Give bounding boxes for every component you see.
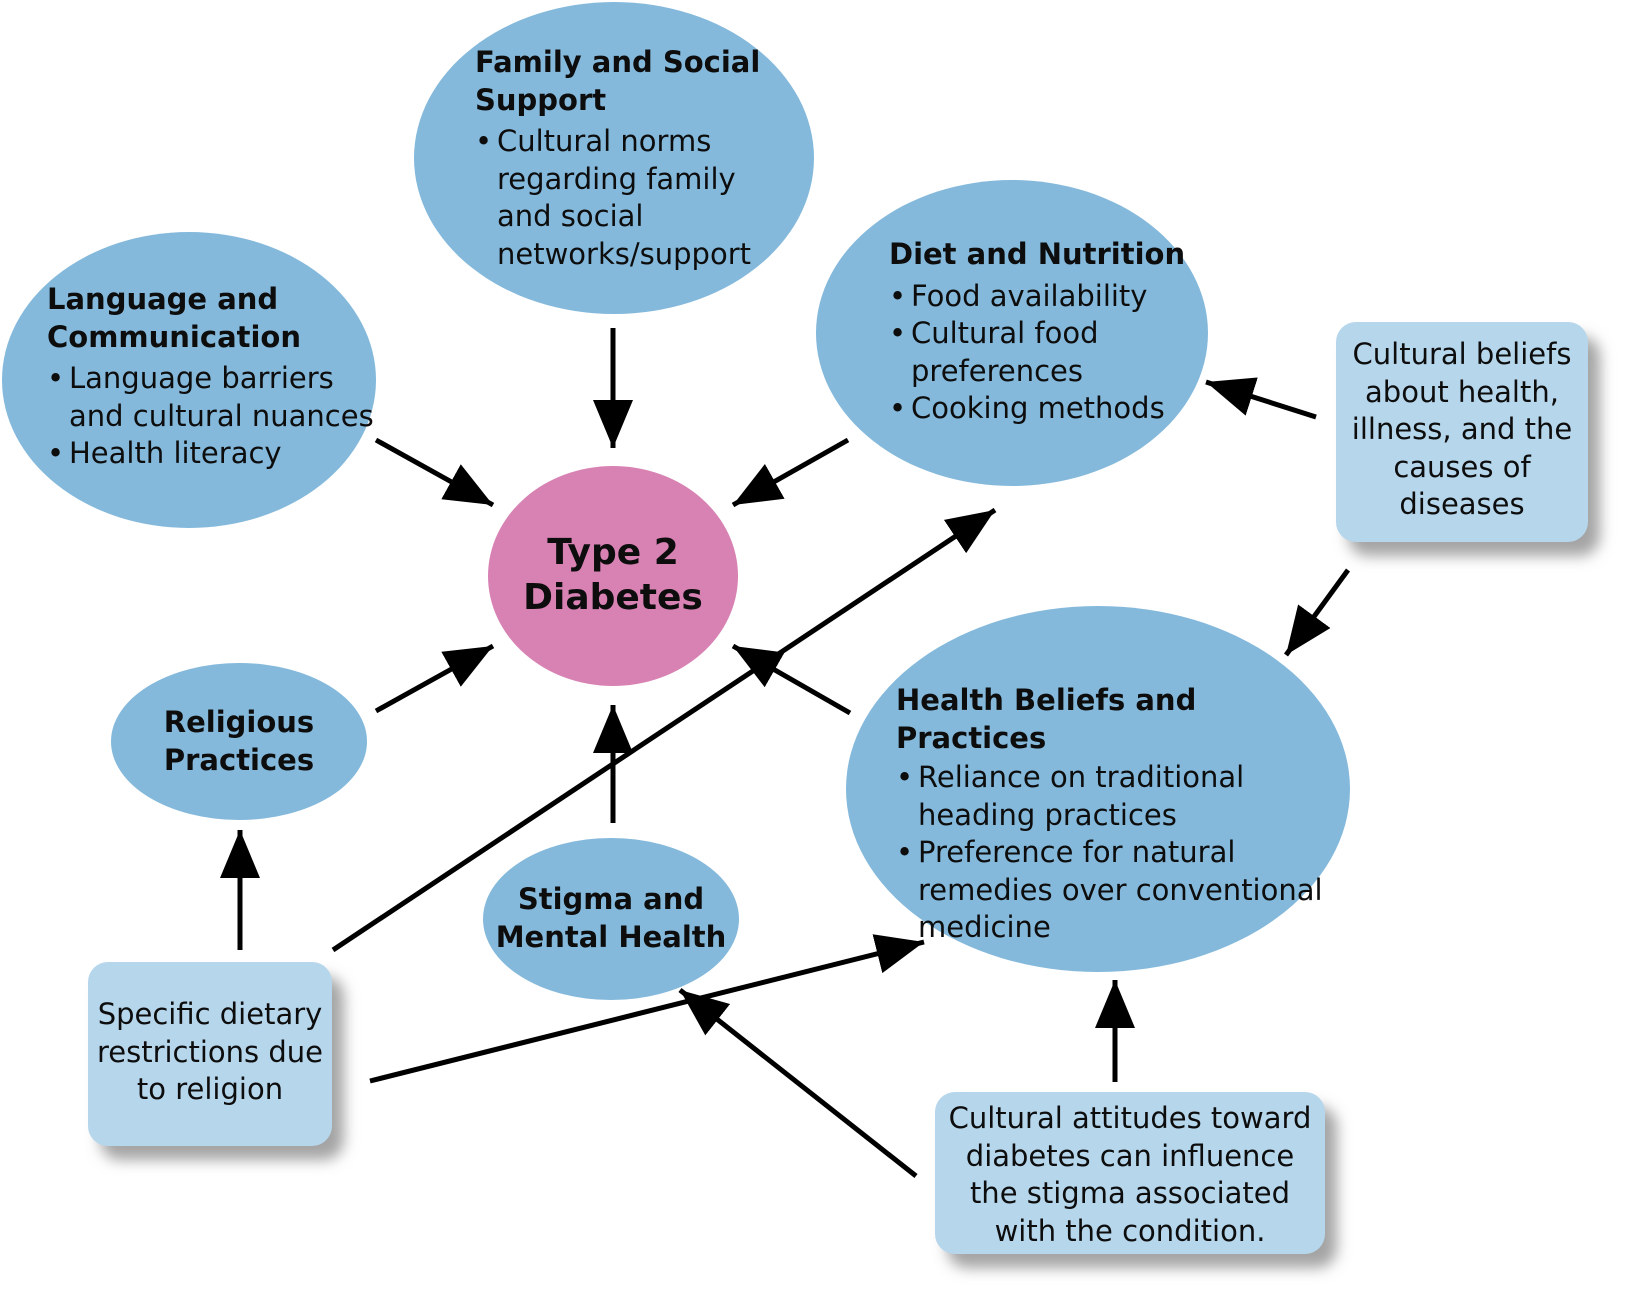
arrow-dietary-to-health-beliefs [369,934,925,1084]
bullet-line: Cultural food [911,316,1099,350]
family-social-title-line1: Family and Social [475,45,761,79]
stigma-text: Stigma and Mental Health [483,881,739,956]
bullet-line: Language barriers [69,361,334,395]
bullet-line: Preference for natural [918,835,1236,869]
box-line: to religion [136,1072,284,1106]
diet-text: Diet and Nutrition Food availability Cul… [889,236,1189,428]
language-bullet-2: Health literacy [47,435,377,473]
box-line: the stigma associated [969,1176,1291,1210]
cultural-beliefs-box [1336,322,1588,542]
box-line: diabetes can influence [965,1138,1295,1173]
stigma-mental-health-node [483,838,739,1000]
stigma-title-line2: Mental Health [495,919,727,954]
family-social-bullet-1: Cultural norms regarding family and soci… [475,123,795,273]
cultural-attitudes-text: Cultural attitudes toward diabetes can i… [935,1100,1325,1250]
box-line: causes of [1393,449,1531,484]
bullet-line: remedies over conventional [918,872,1323,907]
center-title-line2: Diabetes [523,577,703,618]
box-line: diseases [1399,487,1525,521]
arrow-beliefs-box-to-health-beliefs [1283,568,1351,657]
bullet-line: and social [497,199,644,233]
center-title: Type 2 Diabetes [488,530,738,620]
bullet-line: Food availability [911,278,1148,313]
center-title-line1: Type 2 [547,532,679,573]
family-social-text: Family and Social Support Cultural norms… [475,44,795,273]
arrow-language-to-diabetes [374,437,495,508]
box-line: Specific dietary [97,997,323,1031]
bullet-line: regarding family [497,161,736,196]
bullet-line: preferences [911,353,1083,388]
language-bullet-1: Language barriers and cultural nuances [47,360,377,435]
box-line: restrictions due [96,1034,324,1069]
religious-practices-node [111,663,367,820]
dietary-restrictions-box [88,962,332,1146]
health-beliefs-bullet-2: Preference for natural remedies over con… [896,834,1336,947]
religious-title-line1: Religious [163,705,315,739]
cultural-beliefs-text: Cultural beliefs about health, illness, … [1336,336,1588,524]
family-social-title-line2: Support [475,82,607,117]
diet-bullet-2: Cultural food preferences [889,315,1189,390]
religious-title-line2: Practices [163,742,315,777]
cultural-attitudes-box [935,1092,1325,1254]
arrow-beliefs-box-to-diet [1205,377,1317,420]
box-line: illness, and the [1351,412,1573,446]
arrow-religious-to-diabetes [374,643,495,714]
language-title-line1: Language and [47,282,279,316]
dietary-restrictions-text: Specific dietary restrictions due to rel… [88,996,332,1109]
box-line: about health, [1365,374,1559,409]
health-beliefs-bullet-1: Reliance on traditional heading practice… [896,759,1336,834]
health-beliefs-title: Health Beliefs and Practices [896,683,1197,755]
arrow-diet-to-diabetes [731,437,850,508]
bullet-line: Cooking methods [911,391,1165,425]
bullet-line: heading practices [918,797,1177,832]
arrow-dietary-to-diet [331,507,997,953]
bullet-line: Health literacy [69,436,282,470]
bullet-line: and cultural nuances [69,398,374,433]
arrow-attitudes-to-stigma [678,988,918,1178]
box-line: Cultural beliefs [1352,337,1572,371]
language-title-line2: Communication [47,319,302,354]
bullet-line: networks/support [497,236,751,271]
diet-bullet-1: Food availability [889,278,1189,316]
box-line: with the condition. [994,1213,1266,1248]
diet-bullet-3: Cooking methods [889,390,1189,428]
bullet-line: Cultural norms [497,124,712,158]
arrow-health-beliefs-to-diabetes [731,643,852,716]
bullet-line: Reliance on traditional [918,760,1245,794]
type-2-diabetes-node [488,466,738,686]
diet-title: Diet and Nutrition [889,237,1186,271]
bullet-line: medicine [918,910,1051,944]
religious-text: Religious Practices [111,704,367,779]
language-text: Language and Communication Language barr… [47,281,377,473]
health-beliefs-text: Health Beliefs and Practices Reliance on… [896,682,1336,947]
box-line: Cultural attitudes toward [948,1101,1312,1135]
stigma-title-line1: Stigma and [517,882,705,916]
